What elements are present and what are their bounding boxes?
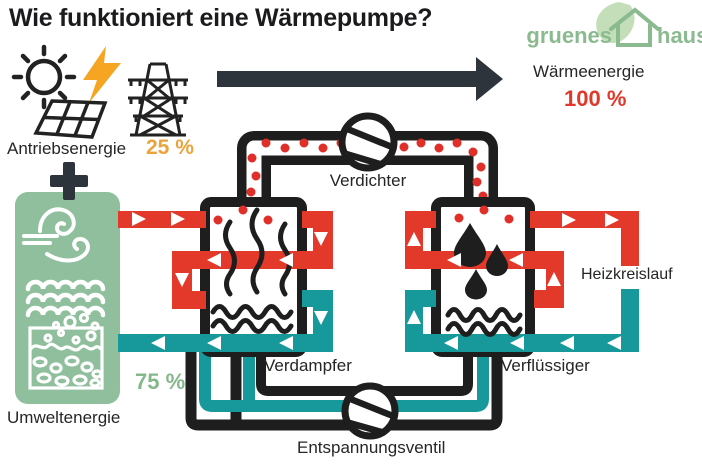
environment-energy-label: Umweltenergie <box>7 408 121 427</box>
wind-icon <box>22 207 90 263</box>
logo-leaf-icon <box>596 2 635 43</box>
evaporator-label: Verdampfer <box>264 356 352 375</box>
solar-panel-icon <box>33 99 108 139</box>
compressor-valve-icon <box>338 112 398 172</box>
drive-energy-label: Antriebsenergie <box>7 139 127 158</box>
compressor-label: Verdichter <box>329 171 407 190</box>
condenser-drops <box>454 223 508 300</box>
heat-energy-value: 100 % <box>564 86 627 111</box>
condenser-dots <box>454 205 514 224</box>
condenser-label: Verflüssiger <box>501 356 590 375</box>
expansion-valve-label: Entspannungsventil <box>297 438 446 457</box>
condenser-waves <box>445 307 523 337</box>
environment-energy-value: 75 % <box>135 369 186 394</box>
flow-arrows <box>132 212 621 350</box>
heat-arrow-right-icon <box>217 57 503 101</box>
sun-icon <box>11 44 77 110</box>
red-flow-pipes <box>118 211 639 309</box>
power-pylon-icon <box>128 62 188 137</box>
lightning-icon <box>83 46 121 103</box>
environment-panel <box>15 162 120 404</box>
heat-energy-label: Wärmeenergie <box>533 62 645 81</box>
expansion-valve-icon <box>341 382 399 440</box>
page-title: Wie funktioniert eine Wärmepumpe? <box>9 4 433 32</box>
logo-text-haus: haus <box>657 23 702 48</box>
heating-circuit-label: Heizkreislauf <box>581 266 673 283</box>
evaporator-dots <box>213 205 273 225</box>
logo-house-icon <box>609 7 660 47</box>
drive-energy-value: 25 % <box>146 136 194 159</box>
water-waves-icon <box>25 279 106 318</box>
plus-icon <box>50 162 88 200</box>
logo-text-gruenes: gruenes <box>526 23 612 48</box>
ground-icon <box>28 312 104 390</box>
